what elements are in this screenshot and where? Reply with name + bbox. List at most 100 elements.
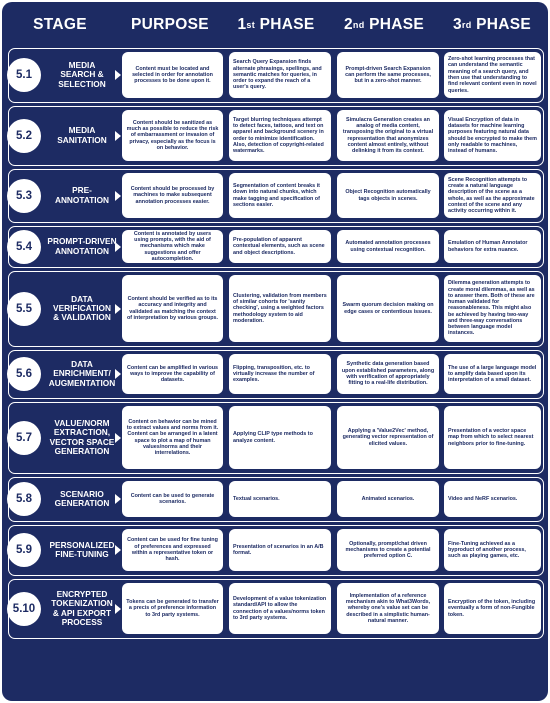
cell-text: Animated scenarios. <box>361 495 415 502</box>
purpose-cell: Content should be processed by machines … <box>122 173 223 218</box>
arrow-icon <box>115 303 121 314</box>
purpose-cell: Content on behavior can be mined to extr… <box>122 406 223 469</box>
header-phase-1-num: 1 <box>237 16 247 33</box>
stage-row: 5.9 PERSONALIZED FINE-TUNING Content can b… <box>7 525 544 576</box>
arrow-icon <box>115 432 121 443</box>
phase-1-cell: Target blurring techniques attempt to de… <box>229 110 331 161</box>
phase-3-cell: The use of a large language model to amp… <box>444 354 541 394</box>
phase-1-cell: Segmentation of content breaks it down i… <box>229 173 331 218</box>
cell-text: The use of a large language model to amp… <box>448 364 537 384</box>
stage-row: 5.5 DATA VERIFICATION & VALIDATION Content… <box>7 271 544 347</box>
purpose-cell: Tokens can be generated to transfer a pr… <box>122 583 223 634</box>
stage-title: VALUE/NORM EXTRACTION, VECTOR SPACE GENE… <box>49 417 115 456</box>
purpose-cell: Content must be located and selected in … <box>122 52 223 98</box>
phase-3-cell: Dilemma generation attempts to create mo… <box>444 275 541 342</box>
cell-text: Presentation of scenarios in an A/B form… <box>233 543 324 556</box>
purpose-cell: Content can be used to generate scenario… <box>122 481 223 517</box>
cell-text: Content should be sanitized as much as p… <box>126 119 219 151</box>
cell-text: Synthetic data generation based upon est… <box>341 361 435 387</box>
stage-number-badge: 5.9 <box>7 533 41 567</box>
cell-text: Applying a 'Value2Vec' method, generatin… <box>342 428 434 447</box>
stage-number-badge: 5.6 <box>7 357 41 391</box>
stage-title: PRE- ANNOTATION <box>54 185 110 205</box>
purpose-cell: Content can be used for fine tuning of p… <box>122 529 223 571</box>
header-phase-3-num: 3 <box>452 16 462 33</box>
cell-text: Content must be located and selected in … <box>132 65 213 85</box>
cell-text: Clustering, validation from members of s… <box>233 292 327 324</box>
phase-2-cell: Applying a 'Value2Vec' method, generatin… <box>337 406 439 469</box>
cell-text: Target blurring techniques attempt to de… <box>233 116 324 155</box>
cell-text: Textual scenarios. <box>233 495 280 502</box>
header-phase-3-word: PHASE <box>476 16 532 33</box>
phase-2-cell: Prompt-driven Search Expansion can perfo… <box>337 52 439 98</box>
phase-1-cell: Pre-population of apparent contextual el… <box>229 230 331 263</box>
stage-number-badge: 5.8 <box>7 482 41 516</box>
cell-text: Presentation of a vector space map from … <box>448 428 534 447</box>
phase-1-cell: Search Query Expansion finds alternate p… <box>229 52 331 98</box>
cell-text: Content can be used to generate scenario… <box>130 492 215 505</box>
stage-number-badge: 5.2 <box>7 118 41 153</box>
phase-1-cell: Flipping, transposition, etc. to virtual… <box>229 354 331 394</box>
stage-title: DATA VERIFICATION & VALIDATION <box>53 293 111 323</box>
arrow-icon <box>115 130 121 141</box>
phase-2-cell: Simulacra Generation creates an analog o… <box>337 110 439 161</box>
phase-3-cell: Presentation of a vector space map from … <box>444 406 541 469</box>
arrow-icon <box>115 545 121 555</box>
phase-2-cell: Implementation of a reference mechanism … <box>337 583 439 634</box>
cell-text: Content can be used for fine tuning of p… <box>127 537 218 563</box>
stage-number-badge: 5.5 <box>7 291 41 326</box>
stage-row: 5.2 MEDIA SANITATION Content should be san… <box>7 106 544 166</box>
header-purpose-label: PURPOSE <box>131 16 209 33</box>
cell-text: Simulacra Generation creates an analog o… <box>342 116 434 155</box>
phase-3-cell: Fine-Tuning achieved as a byproduct of a… <box>444 529 541 571</box>
stage-number-badge: 5.1 <box>7 58 41 92</box>
arrow-icon <box>115 603 121 614</box>
phase-3-cell: Visual Encryption of data in datasets fo… <box>444 110 541 161</box>
arrow-icon <box>115 494 121 504</box>
phase-2-cell: Optionally, prompt/chat driven mechanism… <box>337 529 439 571</box>
phase-1-cell: Textual scenarios. <box>229 481 331 517</box>
header-purpose: PURPOSE <box>120 2 220 48</box>
header-phase-2-word: PHASE <box>369 16 425 33</box>
cell-text: Content is annotated by users using prom… <box>133 230 212 262</box>
cell-text: Implementation of a reference mechanism … <box>345 592 431 624</box>
stage-title: SCENARIO GENERATION <box>54 488 110 508</box>
arrow-icon <box>115 369 121 379</box>
cell-text: Optionally, prompt/chat driven mechanism… <box>345 540 431 560</box>
cell-text: Pre-population of apparent contextual el… <box>233 237 325 256</box>
cell-text: Visual Encryption of data in datasets fo… <box>448 116 537 155</box>
stage-title: MEDIA SANITATION <box>57 125 107 145</box>
arrow-icon <box>115 241 121 252</box>
cell-text: Applying CLIP type methods to analyze co… <box>233 431 313 444</box>
phase-2-cell: Swarm quorum decision making on edge cas… <box>337 275 439 342</box>
arrow-icon <box>115 190 121 201</box>
phase-2-cell: Animated scenarios. <box>337 481 439 517</box>
stage-row: 5.10 ENCRYPTED TOKENIZATION & API EXPORT … <box>7 579 544 639</box>
cell-text: Zero-shot learning processes that can un… <box>448 56 537 94</box>
header-phase-1-word: PHASE <box>259 16 315 33</box>
stage-title: ENCRYPTED TOKENIZATION & API EXPORT PROC… <box>51 588 113 627</box>
stage-row: 5.8 SCENARIO GENERATION Content can be use… <box>7 477 544 522</box>
purpose-cell: Content should be sanitized as much as p… <box>122 110 223 161</box>
stage-title: PROMPT-DRIVEN ANNOTATION <box>47 236 117 256</box>
cell-text: Content should be verified as to its acc… <box>126 295 219 321</box>
cell-text: Content on behavior can be mined to extr… <box>126 418 219 457</box>
cell-text: Flipping, transposition, etc. to virtual… <box>233 364 315 384</box>
stage-row: 5.1 MEDIA SEARCH & SELECTION Content must … <box>7 48 544 103</box>
cell-text: Swarm quorum decision making on edge cas… <box>342 302 434 315</box>
stage-title: PERSONALIZED FINE-TUNING <box>49 539 115 559</box>
cell-text: Development of a value tokenization stan… <box>233 595 327 621</box>
phase-2-cell: Object Recognition automatically tags ob… <box>337 173 439 218</box>
phase-1-cell: Applying CLIP type methods to analyze co… <box>229 406 331 469</box>
cell-text: Automated annotation processes using con… <box>345 240 431 253</box>
purpose-cell: Content can be amplified in various ways… <box>122 354 223 394</box>
phase-3-cell: Video and NeRF scenarios. <box>444 481 541 517</box>
cell-text: Content should be processed by machines … <box>130 186 215 205</box>
stage-title: MEDIA SEARCH & SELECTION <box>58 60 106 89</box>
stage-number-badge: 5.10 <box>7 591 41 626</box>
